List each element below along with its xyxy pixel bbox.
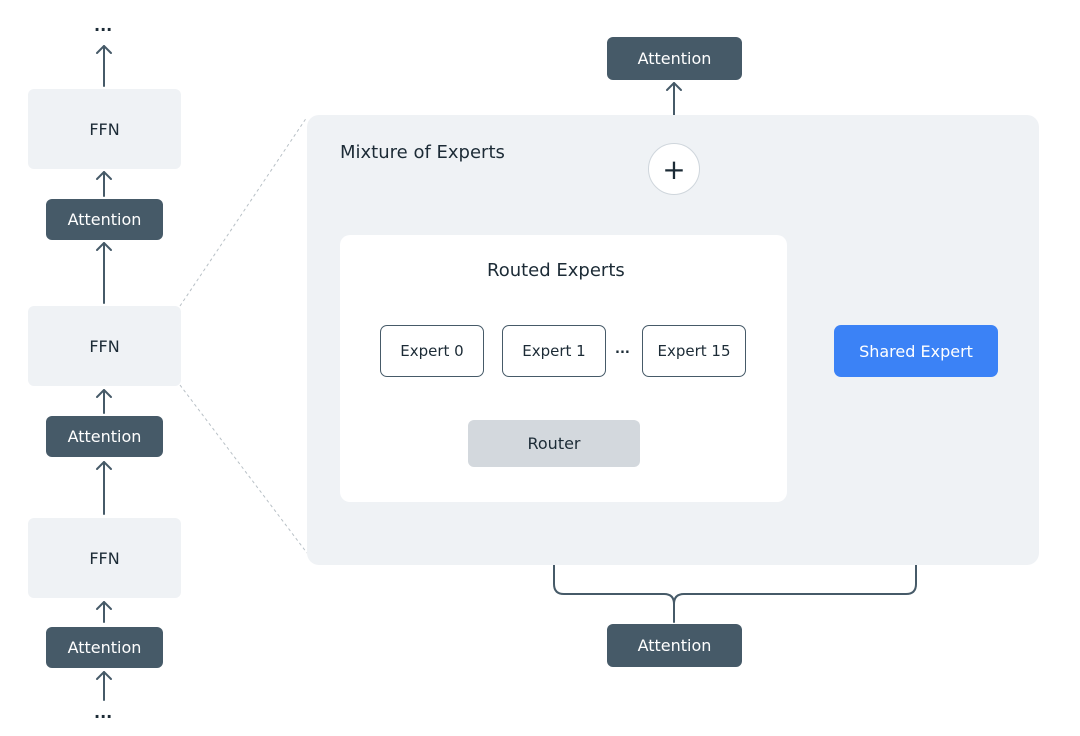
zoom-guides — [179, 116, 308, 554]
routed-experts-title: Routed Experts — [487, 260, 625, 281]
top-attention-block: Attention — [607, 37, 742, 80]
ffn-block: FFN — [28, 306, 181, 386]
expert-1-box: Expert 1 — [502, 325, 606, 377]
router-box: Router — [468, 420, 640, 467]
shared-expert-box: Shared Expert — [834, 325, 998, 377]
attention-block: Attention — [46, 416, 163, 457]
moe-title: Mixture of Experts — [340, 142, 505, 163]
experts-ellipsis: ... — [615, 342, 630, 357]
sum-icon: + — [648, 143, 700, 195]
expert-15-box: Expert 15 — [642, 325, 746, 377]
ffn-block: FFN — [28, 518, 181, 598]
ffn-block: FFN — [28, 89, 181, 169]
bottom-attention-block: Attention — [607, 624, 742, 667]
expert-0-box: Expert 0 — [380, 325, 484, 377]
stack-arrows — [96, 45, 112, 701]
stack-bottom-ellipsis: ... — [94, 703, 113, 722]
stack-top-ellipsis: ... — [94, 16, 113, 35]
attention-block: Attention — [46, 199, 163, 240]
attention-block: Attention — [46, 627, 163, 668]
